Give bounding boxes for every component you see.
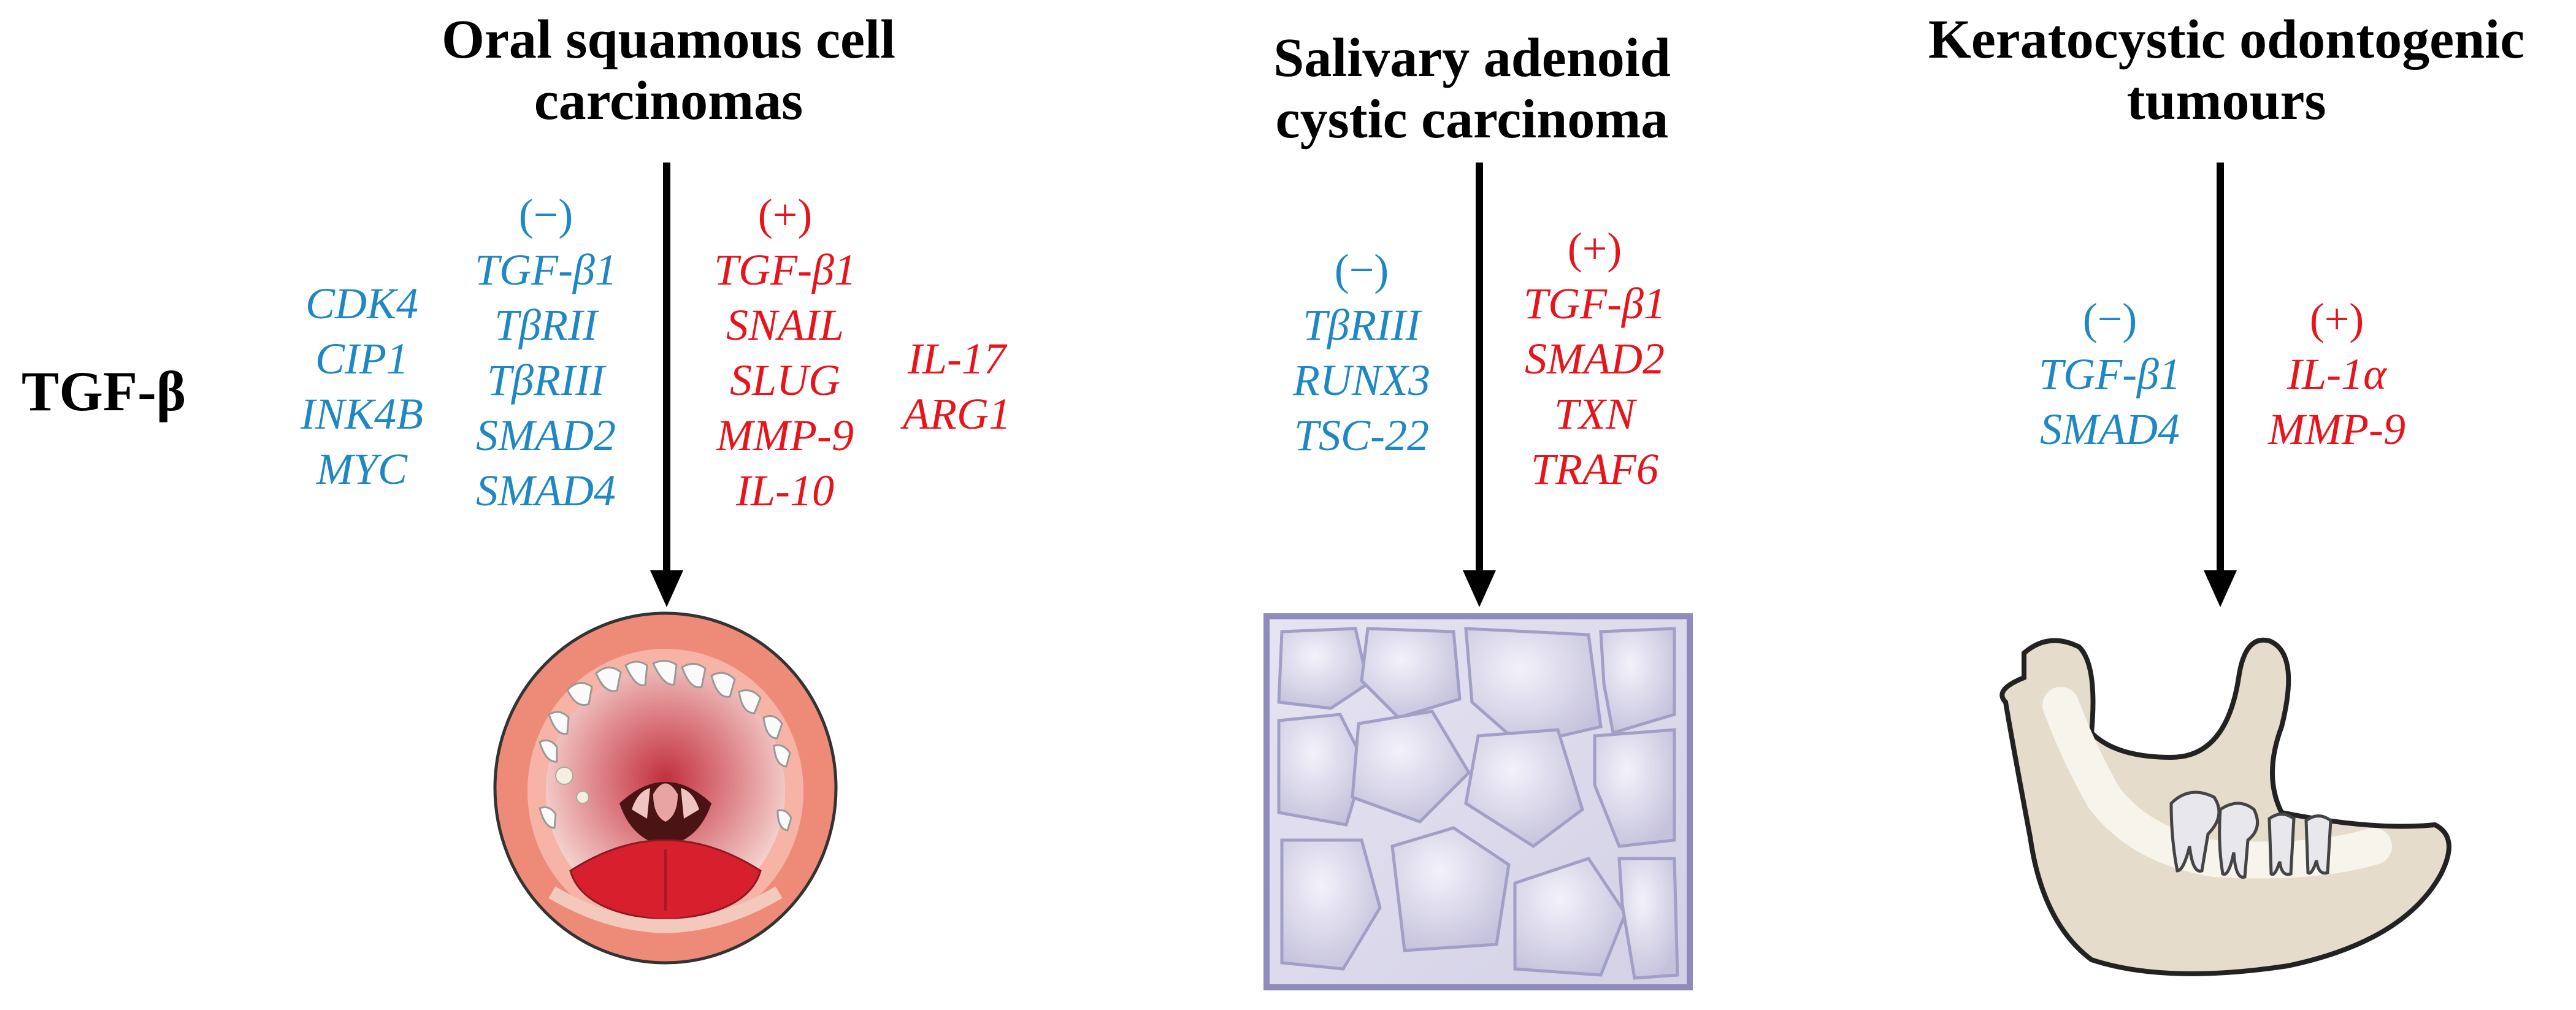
arrow-oscc	[650, 163, 683, 607]
salivary-tissue-icon	[1263, 613, 1693, 990]
kcot-neg-genes: (−) TGF-β1 SMAD4	[2039, 294, 2181, 454]
row-label-tgf-beta: TGF-β	[21, 360, 186, 423]
sacc-pos-genes: (+) TGF-β1 SMAD2 TXN TRAF6	[1524, 224, 1666, 494]
arrow-kcot	[2204, 163, 2237, 607]
arrow-sacc	[1463, 163, 1496, 607]
oscc-outer-blue-genes: CDK4 CIP1 INK4B MYC	[300, 279, 423, 494]
kcot-pos-genes: (+) IL-1α MMP-9	[2268, 294, 2405, 454]
open-mouth-icon	[493, 611, 838, 965]
mandible-icon	[1999, 637, 2451, 976]
sacc-neg-genes: (−) TβRIII RUNX3 TSC-22	[1293, 245, 1430, 460]
oscc-neg-genes: (−) TGF-β1 TβRII TβRIII SMAD2 SMAD4	[475, 190, 617, 515]
oscc-outer-red-genes: IL-17 ARG1	[903, 334, 1011, 438]
oscc-pos-genes: (+) TGF-β1 SNAIL SLUG MMP-9 IL-10	[714, 190, 856, 515]
